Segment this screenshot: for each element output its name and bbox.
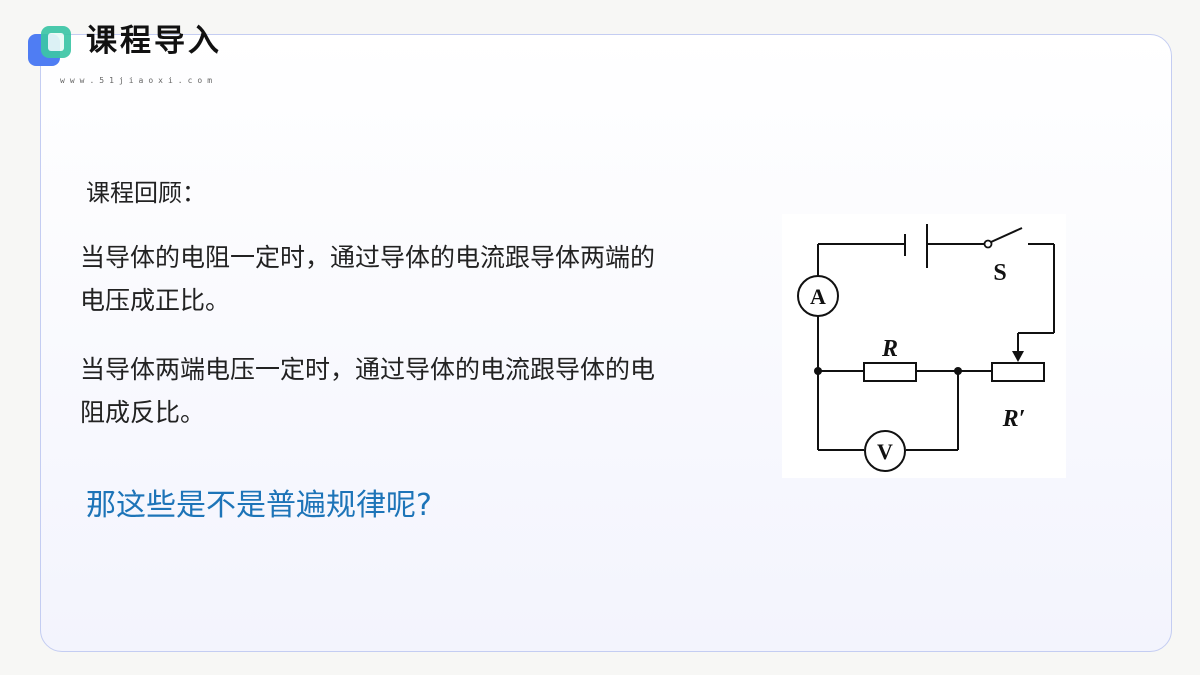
paragraph-ohm-resistance: 当导体的电阻一定时，通过导体的电流跟导体两端的电压成正比。 [80,243,656,315]
circuit-diagram: A V S R R′ [782,214,1066,478]
logo-icon [26,24,76,70]
paragraph-ohm-voltage: 当导体两端电压一定时，通过导体的电流跟导体的电阻成反比。 [80,355,656,427]
resistor-symbol [863,362,917,382]
page-title: 课程导入 [86,23,222,59]
voltmeter-label: V [877,439,893,464]
slider-arrow-icon [1012,351,1024,362]
junction-left [814,367,822,375]
rheostat-label: R′ [1002,406,1026,432]
circuit-svg: A V S R R′ [797,224,1055,472]
voltmeter-symbol [864,430,906,472]
switch-contact [983,239,993,249]
junction-right [954,367,962,375]
rheostat-symbol [991,362,1045,382]
ammeter-label: A [810,284,826,309]
switch-label: S [993,260,1006,286]
resistor-label: R [881,336,898,362]
review-label: 课程回顾： [86,179,206,207]
switch-arm [990,227,1023,243]
question-text: 那这些是不是普遍规律呢? [86,488,432,523]
site-watermark: www.51jiaoxi.com [60,76,218,85]
